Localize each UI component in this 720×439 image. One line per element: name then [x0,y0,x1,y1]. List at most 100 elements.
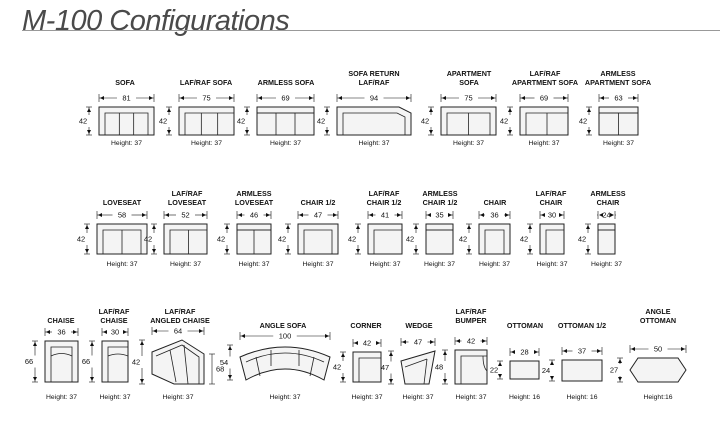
configuration-label: APARTMENT SOFA [585,78,651,87]
configuration-label: CHAISE [47,316,74,325]
configuration-label: LAF/RAF SOFA [180,78,232,87]
depth-dimension: 42 [406,235,414,244]
configuration-label: CHAIR [484,198,508,207]
depth-dimension: 27 [610,366,618,375]
height-caption: Height: 16 [509,394,540,401]
depth-dimension: 42 [217,235,225,244]
width-dimension: 35 [435,211,443,220]
depth-dimension: 42 [77,235,85,244]
depth-dimension: 42 [317,117,325,126]
height-caption: Height: 37 [456,394,487,401]
configuration-label: LAF/RAF [99,307,130,316]
configuration-label: ARMLESS [236,189,271,198]
height-caption: Height: 37 [479,261,510,268]
configuration-label: ARMLESS SOFA [258,78,315,87]
height-caption: Height: 37 [424,261,455,268]
width-dimension: 100 [279,332,292,341]
width-dimension: 47 [314,211,322,220]
depth-dimension: 66 [82,357,90,366]
width-dimension: 46 [250,211,258,220]
configuration-label: WEDGE [405,321,432,330]
width-dimension: 50 [654,345,662,354]
configuration-label: OTTOMAN [507,321,543,330]
configuration-label: CHAISE [100,316,127,325]
depth-dimension: 42 [159,117,167,126]
height-caption: Height: 37 [453,140,484,147]
depth-dimension: 48 [435,363,443,372]
configuration-label: CHAIR [597,198,621,207]
configuration-label: ARMLESS [590,189,625,198]
configuration-label: LAF/RAF [536,189,567,198]
configuration-label: ANGLED CHAISE [150,316,210,325]
configuration-label: ANGLE [645,307,670,316]
configuration-label: ARMLESS [422,189,457,198]
depth-dimension: 42 [278,235,286,244]
width-dimension: 64 [174,327,182,336]
depth-dimension: 42 [144,235,152,244]
height-caption: Height: 37 [163,394,194,401]
depth-dimension: 42 [500,117,508,126]
depth-dimension: 42 [579,117,587,126]
configuration-label: CHAIR [540,198,564,207]
height-caption: Height: 37 [359,140,390,147]
height-caption: Height: 37 [591,261,622,268]
width-dimension: 69 [540,94,548,103]
depth-dimension: 42 [132,358,140,367]
depth-dimension: 42 [79,117,87,126]
width-dimension: 69 [281,94,289,103]
width-dimension: 75 [464,94,472,103]
depth-dimension: 24 [542,366,550,375]
width-dimension: 41 [381,211,389,220]
configuration-label: LAF/RAF [165,307,196,316]
configuration-label: LAF/RAF [172,189,203,198]
width-dimension: 94 [370,94,378,103]
height-caption: Height:16 [643,394,672,401]
width-dimension: 52 [181,211,189,220]
configuration-label: LAF/RAF [530,69,561,78]
configuration-label: SOFA [459,78,479,87]
height-caption: Height: 37 [529,140,560,147]
configuration-label: APARTMENT SOFA [512,78,578,87]
configuration-label: OTTOMAN 1/2 [558,321,606,330]
configuration-label: LAF/RAF [359,78,390,87]
width-dimension: 30 [548,211,556,220]
depth-dimension: 42 [421,117,429,126]
configuration-label: LAF/RAF [456,307,487,316]
height-caption: Height: 37 [270,140,301,147]
width-dimension: 36 [490,211,498,220]
height-caption: Height: 16 [567,394,598,401]
width-dimension: 75 [202,94,210,103]
width-dimension: 28 [520,348,528,357]
depth-dimension: 22 [490,366,498,375]
configuration-label: CHAIR 1/2 [301,198,336,207]
depth-dimension: 42 [348,235,356,244]
depth-dimension: 42 [459,235,467,244]
width-dimension: 37 [578,347,586,356]
width-dimension: 36 [57,328,65,337]
height-caption: Height: 37 [303,261,334,268]
depth-dimension: 47 [381,363,389,372]
title-divider [22,30,720,31]
width-dimension: 63 [614,94,622,103]
width-dimension: 42 [363,339,371,348]
height-caption: Height: 37 [403,394,434,401]
width-dimension: 58 [118,211,126,220]
height-caption: Height: 37 [100,394,131,401]
depth-dimension: 42 [333,363,341,372]
depth-dimension: 42 [520,235,528,244]
